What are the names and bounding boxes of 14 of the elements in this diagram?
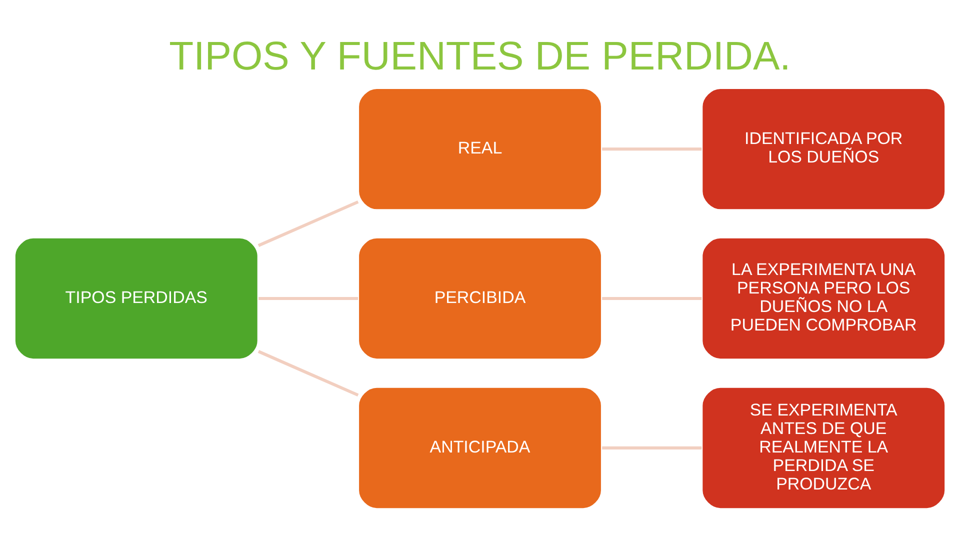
node-box: LA EXPERIMENTA UNA PERSONA PERO LOS DUEÑOS NO LA PUEDEN COMPROBAR (701, 236, 946, 360)
connector (258, 200, 359, 247)
node-box: TIPOS PERDIDAS (14, 236, 259, 360)
connector (602, 296, 702, 300)
connector (602, 148, 702, 151)
node-box: REAL (358, 87, 602, 211)
node-box: SE EXPERIMENTA ANTES DE QUE REALMENTE LA PERDIDA SE PRODUZCA (701, 386, 946, 510)
connector (258, 296, 358, 300)
node-box: ANTICIPADA (358, 386, 602, 510)
connector (258, 350, 359, 397)
diagram-title: TIPOS Y FUENTES DE PERDIDA. (169, 34, 791, 78)
node-box: IDENTIFICADA POR LOS DUEÑOS (701, 87, 946, 211)
node-box: PERCIBIDA (358, 236, 602, 360)
connector (602, 446, 702, 450)
